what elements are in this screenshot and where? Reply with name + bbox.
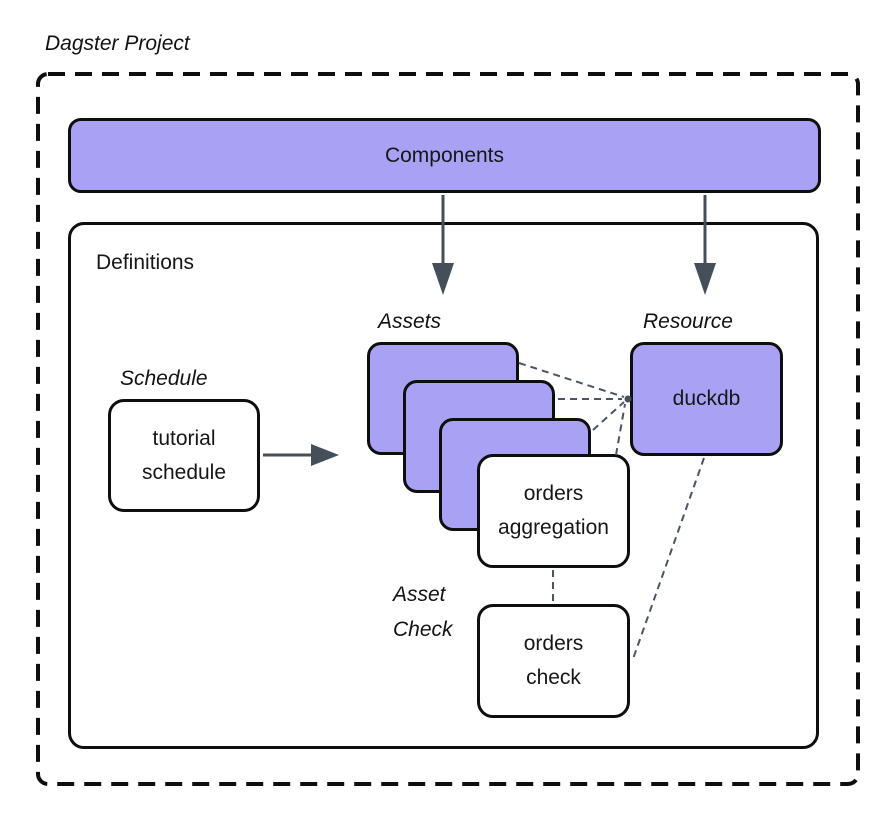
diagram-title: Dagster Project (45, 32, 190, 55)
orders-check-node[interactable]: orders check (477, 604, 630, 718)
components-label: Components (384, 143, 505, 167)
schedule-section-label: Schedule (120, 367, 208, 390)
resource-section-label: Resource (643, 310, 733, 333)
assets-section-label: Assets (378, 310, 442, 333)
duckdb-resource-node[interactable]: duckdb (630, 342, 783, 456)
orders-aggregation-node[interactable]: orders aggregation (477, 454, 630, 568)
asset-check-section-label: Asset Check (393, 583, 453, 641)
components-node[interactable]: Components (68, 118, 821, 193)
tutorial-schedule-node[interactable]: tutorial schedule (108, 399, 260, 512)
definitions-label: Definitions (96, 251, 195, 274)
